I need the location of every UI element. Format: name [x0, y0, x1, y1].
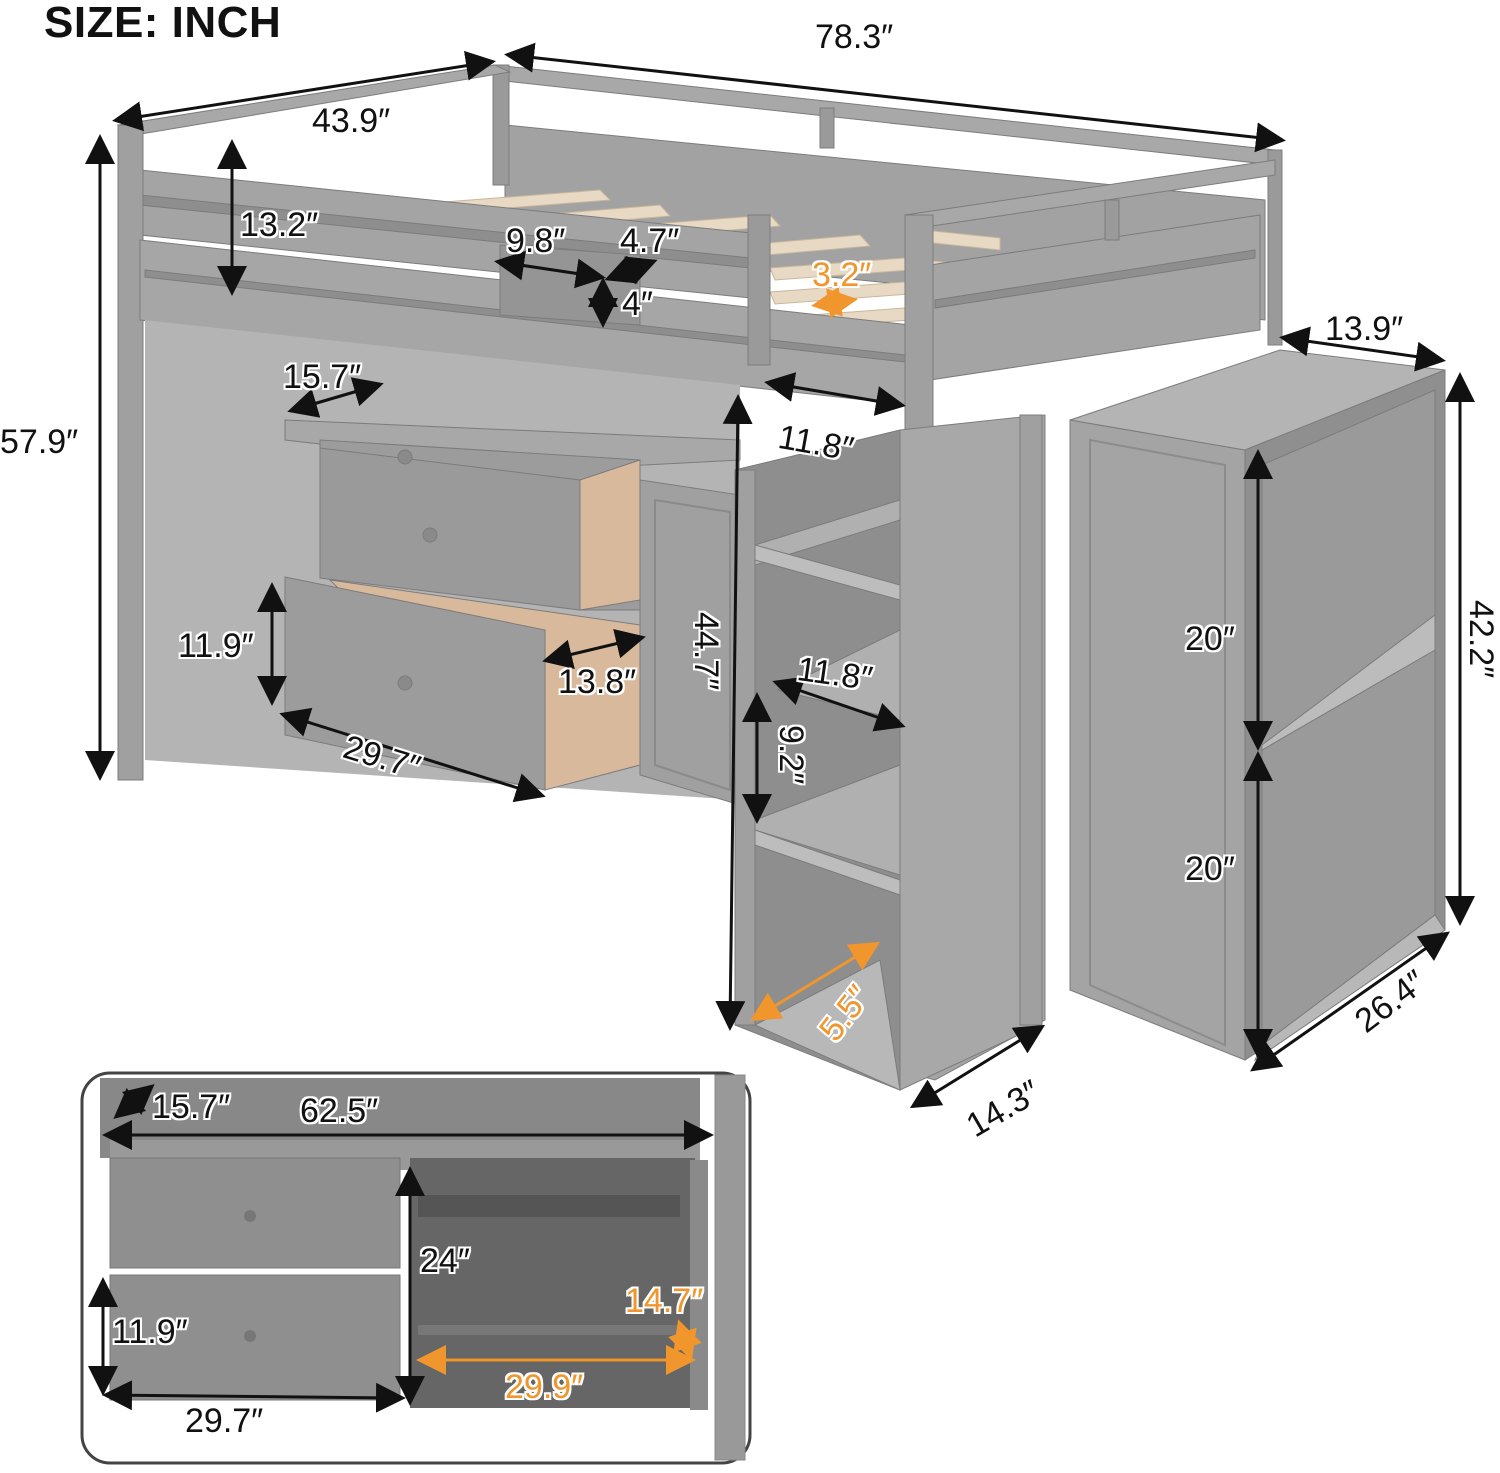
dim-tray-width: 4.7″ — [620, 222, 680, 260]
inset-dim-drawer-height: 11.9″ — [112, 1313, 188, 1351]
inset-dim-desk-depth: 15.7″ — [152, 1088, 231, 1126]
inset-desk-detail — [80, 1071, 752, 1465]
dim-slat-gap: 3.2″ — [812, 256, 872, 294]
dim-total-length: 78.3″ — [815, 18, 894, 56]
dimension-lines — [85, 42, 1475, 1109]
dim-desk-depth: 15.7″ — [283, 358, 362, 396]
side-cabinet — [1069, 349, 1446, 1062]
dim-step-height: 9.2″ — [772, 725, 810, 785]
inset-dim-cabinet-inner-width: 29.9″ — [505, 1368, 584, 1406]
dim-total-width: 43.9″ — [312, 102, 391, 140]
dim-tray-length: 9.8″ — [506, 222, 566, 260]
dim-cabinet-height: 42.2″ — [1462, 600, 1500, 679]
dimension-lines-orange — [749, 286, 881, 1022]
dim-cabinet-top-depth: 13.9″ — [1325, 310, 1404, 348]
inset-dim-drawer-length: 29.7″ — [185, 1402, 264, 1440]
staircase — [734, 414, 1046, 1091]
dim-cabinet-shelf-upper: 20″ — [1185, 620, 1235, 658]
dim-guardrail-height: 13.2″ — [240, 206, 319, 244]
dim-clearance-height: 44.7″ — [687, 612, 725, 691]
size-unit-title: SIZE: INCH — [44, 0, 282, 47]
dim-tray-height: 4″ — [622, 285, 653, 323]
inset-dim-cabinet-height: 24″ — [420, 1242, 470, 1280]
dim-drawer-height: 11.9″ — [178, 627, 254, 665]
inset-dim-cabinet-inner-depth: 14.7″ — [625, 1282, 704, 1320]
dim-drawer-depth: 13.8″ — [558, 663, 637, 701]
inset-dim-desk-length: 62.5″ — [300, 1092, 379, 1130]
dim-total-height: 57.9″ — [0, 423, 79, 461]
dim-cabinet-shelf-lower: 20″ — [1185, 850, 1235, 888]
